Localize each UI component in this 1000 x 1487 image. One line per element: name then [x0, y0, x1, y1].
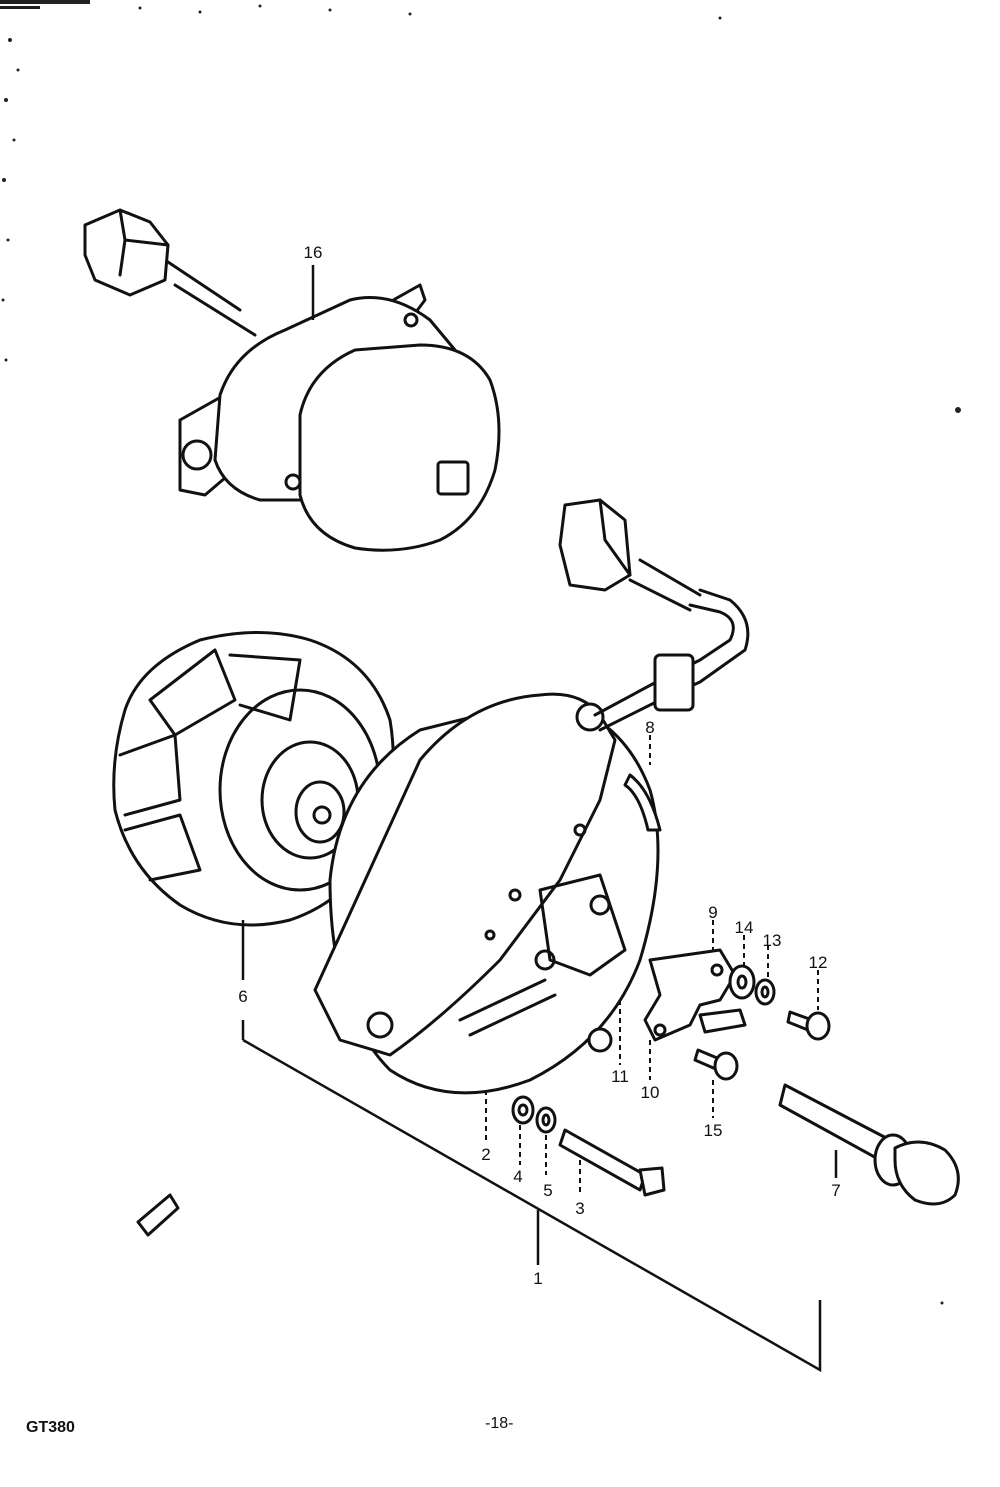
callout-15: 15 [704, 1121, 723, 1140]
callout-12: 12 [809, 953, 828, 972]
callout-14: 14 [735, 918, 754, 937]
regulator-unit [83, 208, 501, 552]
washers-13-14 [728, 964, 776, 1006]
callout-1: 1 [533, 1269, 542, 1288]
washers-4-5 [511, 1095, 557, 1134]
callout-16: 16 [304, 243, 323, 262]
screw-15 [693, 1048, 739, 1081]
callout-11: 11 [611, 1067, 629, 1086]
stator-wire-harness [558, 498, 750, 832]
flywheel-rotor [112, 631, 395, 927]
callout-7: 7 [831, 1181, 840, 1200]
callout-labels: 16 8 9 14 13 12 6 11 10 15 2 4 5 3 7 1 [238, 243, 840, 1288]
model-code: GT380 [26, 1419, 75, 1436]
brush-holder-bracket [643, 948, 747, 1042]
screw-12 [786, 1010, 831, 1041]
callout-9: 9 [708, 903, 717, 922]
page-number: -18- [485, 1415, 513, 1432]
callout-10: 10 [641, 1083, 660, 1102]
bolt-7 [778, 1083, 960, 1206]
stator-housing [313, 692, 660, 1095]
front-arrow-mark [136, 1193, 180, 1237]
callout-6: 6 [238, 987, 247, 1006]
callout-5: 5 [543, 1181, 552, 1200]
leader-lines [241, 265, 838, 1373]
callout-3: 3 [575, 1199, 584, 1218]
callout-4: 4 [513, 1167, 522, 1186]
callout-8: 8 [645, 718, 654, 737]
bolt-3 [558, 1128, 666, 1197]
callout-13: 13 [763, 931, 782, 950]
scan-noise [0, 0, 961, 1305]
callout-2: 2 [481, 1145, 490, 1164]
